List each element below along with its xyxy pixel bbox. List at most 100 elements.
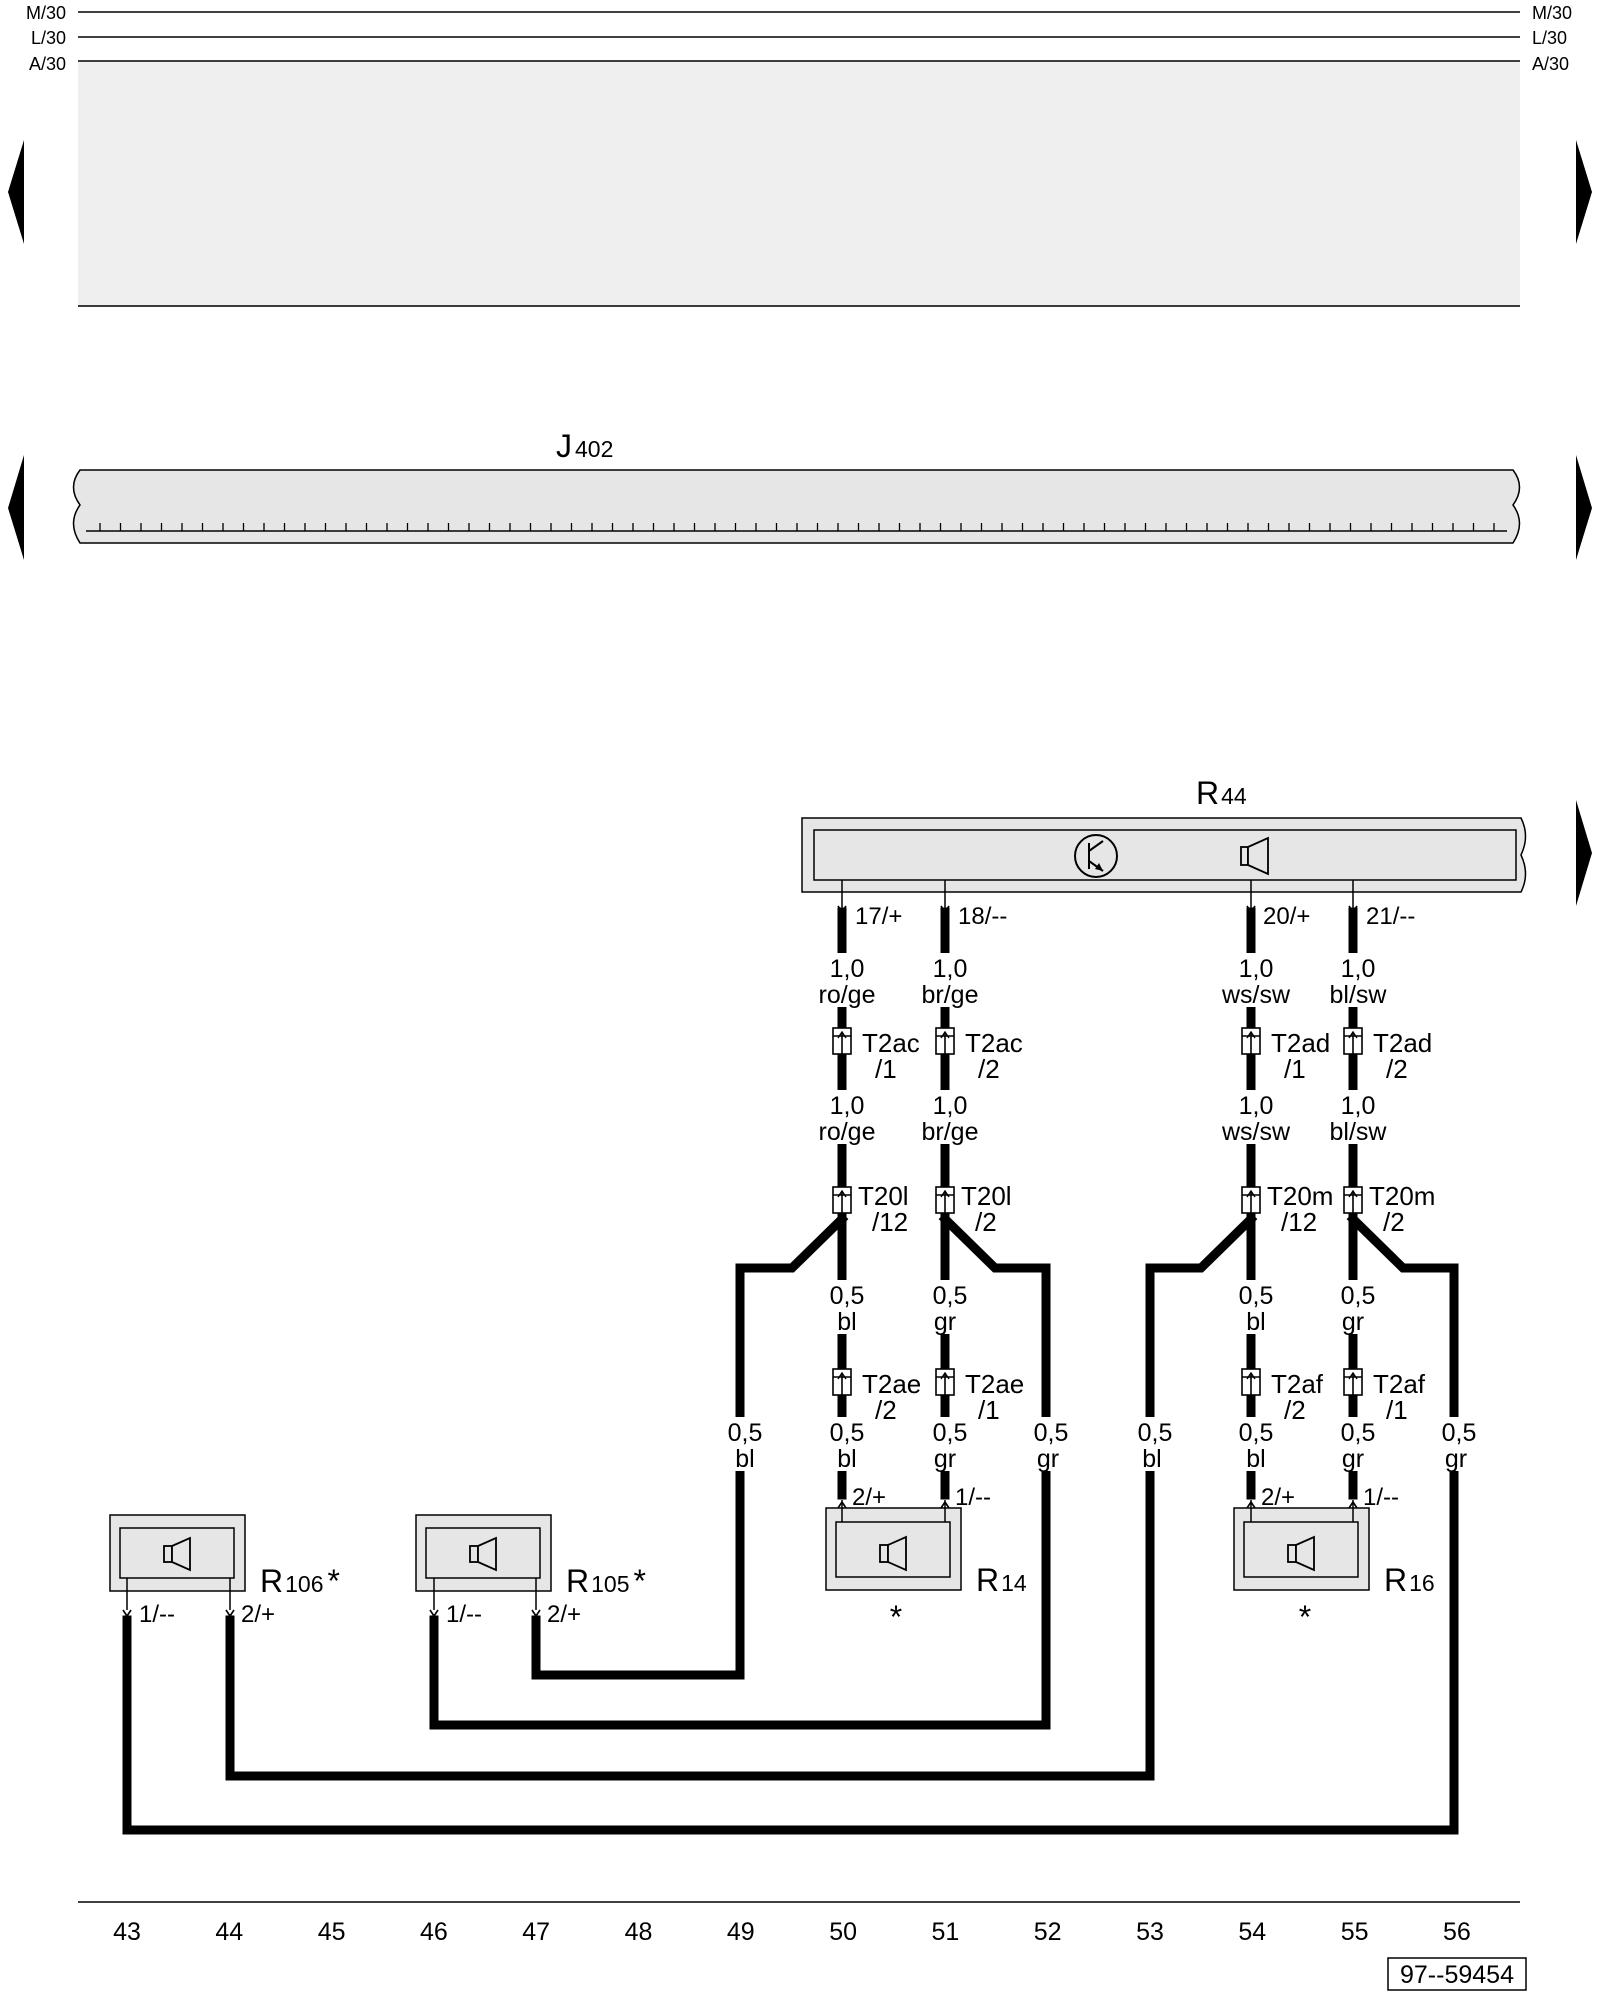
r105-pin-1: 1/-- [446, 1601, 482, 1628]
wire-colour-label: gr [1445, 1445, 1467, 1473]
wire-gauge-label: 1,0 [1239, 1092, 1274, 1120]
connector-icon [1241, 1186, 1261, 1214]
wire-colour-label: bl/sw [1330, 981, 1388, 1009]
pin-arrow-icon [1246, 905, 1256, 914]
connector-label-t20m2: T20m [1369, 1181, 1435, 1211]
loudspeaker-icon [1240, 836, 1269, 876]
wire-gauge-label: 0,5 [933, 1282, 968, 1310]
next-page-arrow-icon[interactable] [1576, 800, 1592, 906]
next-page-arrow-icon[interactable] [1576, 140, 1592, 244]
wire-colour-label: ro/ge [819, 981, 876, 1009]
connector-label-t2ac2: T2ac [965, 1028, 1023, 1058]
wire-colour-label: br/ge [922, 981, 979, 1009]
wire-gauge-label: 0,5 [1341, 1419, 1376, 1447]
r44-pin-lines [841, 880, 1354, 908]
r14-pin-2: 2/+ [852, 1484, 886, 1511]
wire-gauge-label: 1,0 [830, 1092, 865, 1120]
speaker-r106: 1/-- 2/+ R106* [109, 1514, 340, 1628]
column-number: 46 [420, 1918, 448, 1946]
wire-colour-label: br/ge [922, 1118, 979, 1146]
connector-icon [935, 1368, 955, 1396]
r16-pin-2: 2/+ [1261, 1484, 1295, 1511]
rail-label-l30-right: L/30 [1532, 28, 1567, 48]
speaker-r16: 2/+ 1/-- R16 * [1233, 1484, 1435, 1635]
r105-pin-2: 2/+ [547, 1601, 581, 1628]
next-page-arrow-icon[interactable] [1576, 455, 1592, 560]
rail-label-a30-left: A/30 [29, 54, 66, 74]
loudspeaker-icon [879, 1535, 907, 1572]
connector-icon [1343, 1027, 1363, 1055]
connector-pin-t2ac2: /2 [978, 1054, 1000, 1084]
r44-pin-20: 20/+ [1263, 903, 1310, 930]
rail-label-m30-left: M/30 [26, 3, 66, 23]
loudspeaker-icon [163, 1536, 191, 1572]
connector-pin-t2ad2: /2 [1386, 1054, 1408, 1084]
wire-colour-label: gr [1037, 1445, 1059, 1473]
column-number: 55 [1341, 1918, 1369, 1946]
wire-gauge-label: 0,5 [933, 1419, 968, 1447]
wire-colour-label: ro/ge [819, 1118, 876, 1146]
panel-background [78, 61, 1520, 307]
wire-colour-label: bl [837, 1445, 856, 1473]
column-number: 50 [829, 1918, 857, 1946]
wire-gauge-label: 0,5 [1442, 1419, 1477, 1447]
wire-colour-label: bl/sw [1330, 1118, 1388, 1146]
connector-label-t2ac1: T2ac [862, 1028, 920, 1058]
wire-gauge-label: 0,5 [728, 1419, 763, 1447]
wire-label-gaps [720, 953, 1474, 1471]
pin-arrow-icon [429, 1609, 439, 1618]
pin-arrow-icon [1348, 1500, 1358, 1509]
power-rail-panel: M/30 L/30 A/30 M/30 L/30 A/30 [26, 3, 1572, 307]
pin-arrow-icon [1246, 1500, 1256, 1509]
wire-gauge-label: 0,5 [1034, 1419, 1069, 1447]
wire-gauge-label: 0,5 [1138, 1419, 1173, 1447]
connector-label-t2ae1: T2ae [965, 1369, 1024, 1399]
column-number: 49 [727, 1918, 755, 1946]
pin-arrow-icon [1348, 905, 1358, 914]
wire-gauge-label: 1,0 [1239, 955, 1274, 983]
pin-arrow-icon [837, 905, 847, 914]
r44-label: R44 [1196, 775, 1247, 811]
r44-pin-18: 18/-- [958, 903, 1007, 930]
wire-colour-label: ws/sw [1221, 981, 1291, 1009]
diagram-id-box: 97--59454 [1387, 1957, 1527, 1991]
wire-colour-label: bl [1246, 1308, 1265, 1336]
connector-icon [832, 1186, 852, 1214]
column-number: 44 [215, 1918, 243, 1946]
column-number: 54 [1238, 1918, 1266, 1946]
connector-label-t2ad1: T2ad [1271, 1028, 1330, 1058]
connector-label-t2af2: T2af [1271, 1369, 1324, 1399]
column-number: 56 [1443, 1918, 1471, 1946]
wire-colour-label: gr [934, 1308, 956, 1336]
diagram-id: 97--59454 [1400, 1961, 1514, 1989]
connector-pin-t20l12: /12 [872, 1207, 908, 1237]
column-number: 45 [318, 1918, 346, 1946]
loudspeaker-icon [1287, 1535, 1315, 1572]
loudspeaker-icon [469, 1536, 497, 1572]
pin-arrow-icon [531, 1609, 541, 1618]
connector-label-t20m12: T20m [1267, 1181, 1333, 1211]
connector-pin-t2ae1: /1 [978, 1395, 1000, 1425]
speaker-r14: 2/+ 1/-- R14 * [825, 1484, 1027, 1635]
pin-arrow-icon [225, 1609, 235, 1618]
j402-body [72, 469, 1521, 544]
connector-pin-t2ad1: /1 [1284, 1054, 1306, 1084]
connector-label-t2ae2: T2ae [862, 1369, 921, 1399]
connector-icons [832, 1027, 1363, 1396]
pin-arrow-icon [837, 1500, 847, 1509]
wire-colour-label: gr [934, 1445, 956, 1473]
rail-label-a30-right: A/30 [1532, 54, 1569, 74]
prev-page-arrow-icon[interactable] [8, 455, 24, 560]
wire-gauge-label: 0,5 [1239, 1282, 1274, 1310]
r16-optional-mark: * [1299, 1599, 1311, 1635]
prev-page-arrow-icon[interactable] [8, 140, 24, 244]
wire-gauge-label: 1,0 [830, 955, 865, 983]
rail-label-m30-right: M/30 [1532, 3, 1572, 23]
r106-pin-1: 1/-- [139, 1601, 175, 1628]
wire-colour-label: bl [1142, 1445, 1161, 1473]
r44-inner-body [813, 829, 1517, 881]
rail-label-l30-left: L/30 [31, 28, 66, 48]
column-number: 53 [1136, 1918, 1164, 1946]
